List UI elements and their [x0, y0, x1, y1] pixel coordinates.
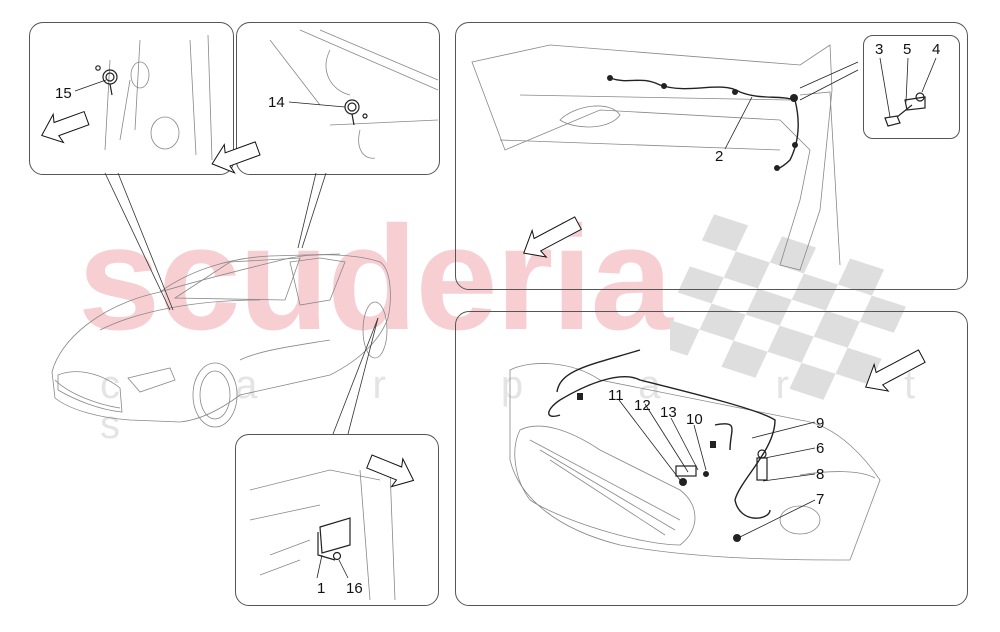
- panel-detail-nozzle: [863, 35, 960, 139]
- callout-13[interactable]: 13: [660, 404, 677, 421]
- direction-arrow-icon: [41, 110, 90, 144]
- panel-top-left: [29, 22, 234, 175]
- callout-8[interactable]: 8: [816, 466, 825, 483]
- direction-arrow-icon: [366, 454, 415, 488]
- direction-arrow-icon: [211, 141, 261, 174]
- panel-rear-bumper: [455, 22, 968, 290]
- callout-7[interactable]: 7: [816, 491, 825, 508]
- panel-top-mid: [236, 22, 440, 175]
- callout-12[interactable]: 12: [634, 397, 651, 414]
- callout-4[interactable]: 4: [932, 41, 941, 58]
- panel-control-unit: [235, 434, 439, 606]
- callout-5[interactable]: 5: [903, 41, 912, 58]
- callout-16[interactable]: 16: [346, 580, 363, 597]
- callout-3[interactable]: 3: [875, 41, 884, 58]
- direction-arrow-icon: [523, 216, 582, 258]
- callout-10[interactable]: 10: [686, 411, 703, 428]
- callout-9[interactable]: 9: [816, 415, 825, 432]
- callout-14[interactable]: 14: [268, 94, 285, 111]
- callout-11[interactable]: 11: [608, 387, 624, 404]
- car-outline: [51, 253, 391, 428]
- callout-6[interactable]: 6: [816, 440, 825, 457]
- callout-15[interactable]: 15: [55, 85, 72, 102]
- callout-1[interactable]: 1: [317, 580, 326, 597]
- direction-arrow-icon: [865, 349, 926, 392]
- callout-2[interactable]: 2: [715, 148, 724, 165]
- panel-front-bumper: [455, 311, 968, 606]
